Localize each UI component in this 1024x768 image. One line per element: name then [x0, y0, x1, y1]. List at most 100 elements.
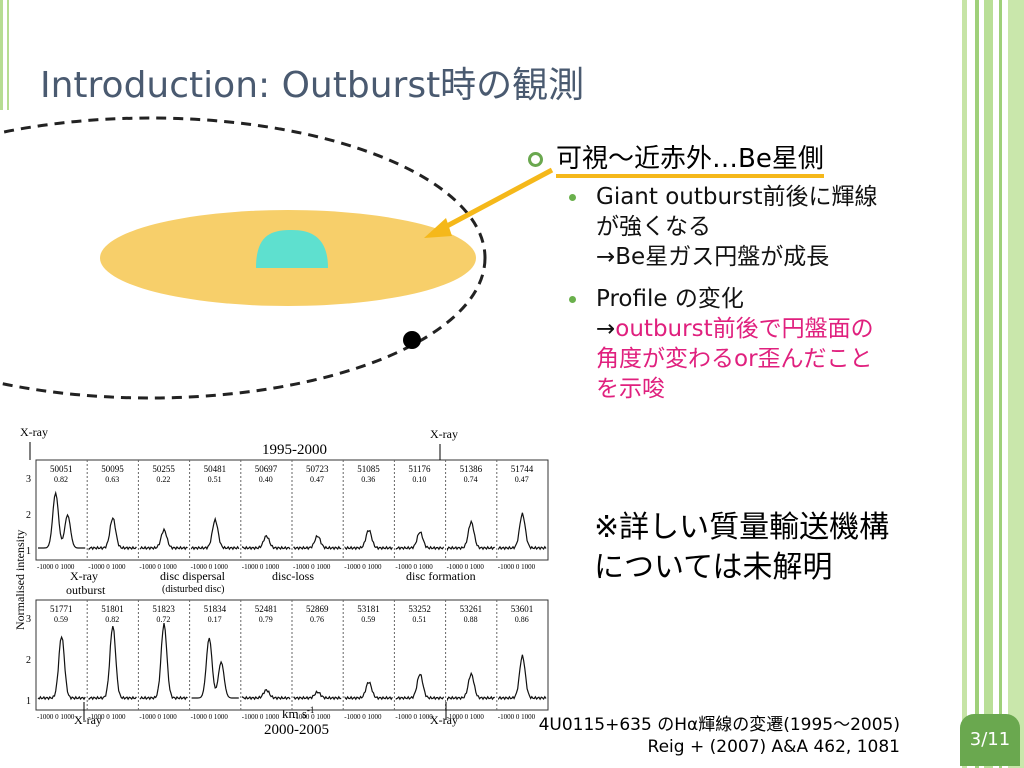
ew-label: 0.74	[464, 475, 478, 484]
yaxis-label: Normalised intensity	[13, 530, 27, 630]
axis-tick-label: -1000 0 1000	[37, 563, 75, 571]
ew-label: 0.51	[412, 615, 426, 624]
slide-title: Introduction: Outburst時の観測	[40, 65, 585, 106]
decor-stripe	[984, 0, 993, 768]
caption-line: Reig + (2007) A&A 462, 1081	[647, 737, 900, 757]
axis-tick-label: -1000 0 1000	[139, 713, 177, 721]
sub2-highlight: outburst前後で円盤面の	[615, 316, 874, 342]
bullet-main-text: 可視〜近赤外…Be星側	[556, 144, 824, 178]
spectrum-line	[498, 512, 547, 551]
ew-label: 0.59	[361, 615, 375, 624]
neutron-star	[403, 331, 421, 349]
mjd-label: 51823	[152, 604, 175, 614]
spectrum-line	[395, 673, 445, 701]
mjd-label: 50723	[306, 464, 329, 474]
page-number-badge: 3/11	[960, 714, 1020, 766]
phase-label: disc dispersal	[160, 569, 226, 583]
decor-stripe	[962, 0, 967, 768]
spectrum-line	[191, 516, 240, 551]
spectrum-line	[242, 534, 291, 551]
mjd-label: 51771	[50, 604, 73, 614]
sub2-line: Profile の変化	[596, 286, 744, 312]
ytick-label: 1	[26, 546, 31, 557]
decor-stripe	[1008, 0, 1024, 768]
axis-tick-label: -1000 0 1000	[293, 563, 331, 571]
sub1-line: Giant outburst前後に輝線	[596, 184, 878, 210]
halpha-profile-figure: X-ray X-ray 1995-2000 2000-2005 Normalis…	[0, 420, 560, 740]
axis-tick-label: -1000 0 1000	[191, 713, 229, 721]
axis-tick-label: -1000 0 1000	[447, 713, 485, 721]
sub-bullet-1: Giant outburst前後に輝線 が強くなる →Be星ガス円盤が成長	[526, 182, 956, 272]
pointer-arrow-head	[424, 218, 452, 238]
ew-label: 0.79	[259, 615, 273, 624]
be-star	[256, 230, 328, 268]
ew-label: 0.47	[515, 475, 529, 484]
ytick-label: 1	[26, 696, 31, 707]
ew-label: 0.22	[156, 475, 170, 484]
axis-tick-label: -1000 0 1000	[37, 713, 75, 721]
spectrum-line	[191, 637, 239, 699]
axis-tick-label: -1000 0 1000	[139, 563, 177, 571]
sub2-arrow: →	[596, 316, 616, 342]
bullet-ring-icon	[528, 152, 543, 167]
mjd-label: 50697	[255, 464, 278, 474]
spectrum-line	[344, 529, 393, 551]
mjd-label: 52481	[255, 604, 277, 614]
ew-label: 0.88	[464, 615, 478, 624]
ew-label: 0.76	[310, 615, 324, 624]
ew-label: 0.72	[156, 615, 170, 624]
ew-label: 0.40	[259, 475, 273, 484]
phase-label: X-ray	[70, 569, 98, 583]
mjd-label: 51176	[408, 464, 431, 474]
spectrum-line	[38, 490, 86, 549]
axis-tick-label: -1000 0 1000	[88, 563, 126, 571]
ew-label: 0.86	[515, 615, 529, 624]
figure-caption: 4U0115+635 のHα輝線の変遷(1995〜2005) Reig + (2…	[480, 714, 900, 758]
sub2-highlight: を示唆	[596, 376, 665, 402]
bullet-main: 可視〜近赤外…Be星側	[526, 140, 956, 178]
mjd-label: 51386	[460, 464, 483, 474]
mjd-label: 50095	[101, 464, 124, 474]
axis-tick-label: -1000 0 1000	[191, 563, 229, 571]
mjd-label: 51744	[511, 464, 534, 474]
axis-tick-label: -1000 0 1000	[344, 563, 382, 571]
decor-stripe-left	[7, 0, 9, 110]
mjd-label: 50051	[50, 464, 73, 474]
ew-label: 0.10	[412, 475, 426, 484]
note-line: ※詳しい質量輸送機構	[594, 510, 890, 545]
orbit-diagram	[0, 116, 554, 400]
xray-label: X-ray	[20, 425, 48, 439]
period-label: 1995-2000	[262, 442, 327, 458]
ew-label: 0.63	[105, 475, 119, 484]
xray-label: X-ray	[430, 713, 458, 727]
axis-tick-label: -1000 0 1000	[395, 713, 433, 721]
ew-label: 0.47	[310, 475, 324, 484]
ytick-label: 2	[26, 510, 31, 521]
caption-line: 4U0115+635 のHα輝線の変遷(1995〜2005)	[538, 715, 900, 735]
spectrum-line	[344, 681, 393, 701]
orbit-path	[0, 116, 487, 400]
sub1-line: →Be星ガス円盤が成長	[596, 244, 830, 270]
mjd-label: 53261	[460, 604, 483, 614]
ytick-label: 2	[26, 655, 31, 666]
spectrum-line	[447, 519, 495, 552]
ew-label: 0.82	[105, 615, 119, 624]
sub1-line: が強くなる	[596, 214, 711, 240]
mjd-label: 53601	[511, 604, 534, 614]
spectrum-line	[293, 690, 342, 701]
phase-label: disc-loss	[272, 569, 314, 583]
ew-label: 0.59	[54, 615, 68, 624]
bullet-dot-icon	[569, 296, 576, 303]
mjd-label: 53181	[357, 604, 380, 614]
spectrum-line	[88, 625, 137, 701]
ew-label: 0.17	[208, 615, 222, 624]
phase-label: disc formation	[406, 569, 476, 583]
pointer-arrow-line	[430, 167, 554, 237]
decor-stripe-left	[0, 0, 3, 110]
ytick-label: 3	[26, 614, 31, 625]
spectrum-line	[139, 623, 188, 701]
axis-tick-label: -1000 0 1000	[242, 563, 280, 571]
ew-label: 0.82	[54, 475, 68, 484]
bullet-list: 可視〜近赤外…Be星側 Giant outburst前後に輝線 が強くなる →B…	[526, 140, 956, 404]
spectrum-line	[447, 671, 495, 702]
